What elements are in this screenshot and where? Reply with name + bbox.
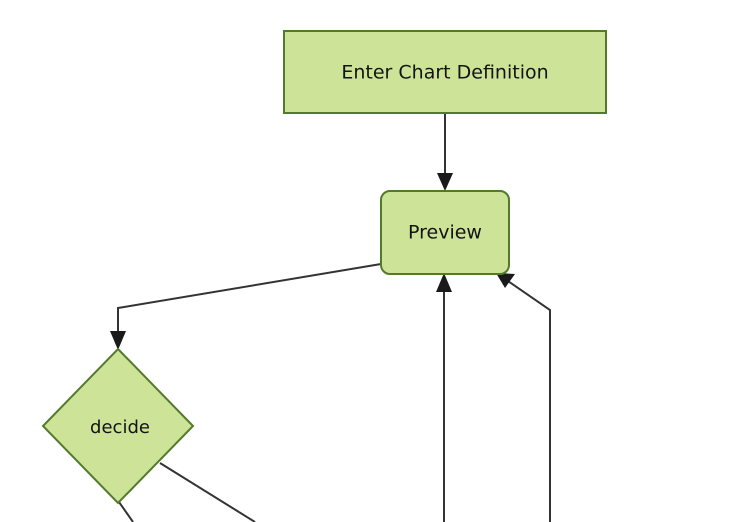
edge-bottom-right-to-preview (496, 273, 551, 522)
node-shape-diamond[interactable] (41, 347, 195, 505)
edge-bottom-center-to-preview (436, 273, 452, 522)
edge-preview-to-decide (110, 263, 382, 350)
node-shape-rectangle[interactable] (283, 30, 607, 114)
edge-decide-bottom-right (159, 462, 256, 522)
arrow-head-icon (436, 273, 452, 292)
edge-enter-to-preview (437, 113, 453, 191)
node-preview[interactable]: Preview (380, 190, 510, 275)
node-enter-chart-definition[interactable]: Enter Chart Definition (283, 30, 607, 114)
edge-line (159, 462, 256, 522)
arrow-head-icon (437, 173, 453, 191)
node-label-decide: decide (90, 417, 150, 438)
edge-line (504, 278, 551, 522)
node-decide[interactable]: decide (41, 347, 195, 505)
node-label-preview: Preview (408, 222, 482, 244)
edge-line (117, 263, 382, 340)
node-label-enter-chart-definition: Enter Chart Definition (341, 62, 548, 84)
arrow-head-icon (496, 273, 515, 288)
arrow-head-icon (110, 331, 126, 350)
node-shape-rounded-rectangle[interactable] (380, 190, 510, 275)
